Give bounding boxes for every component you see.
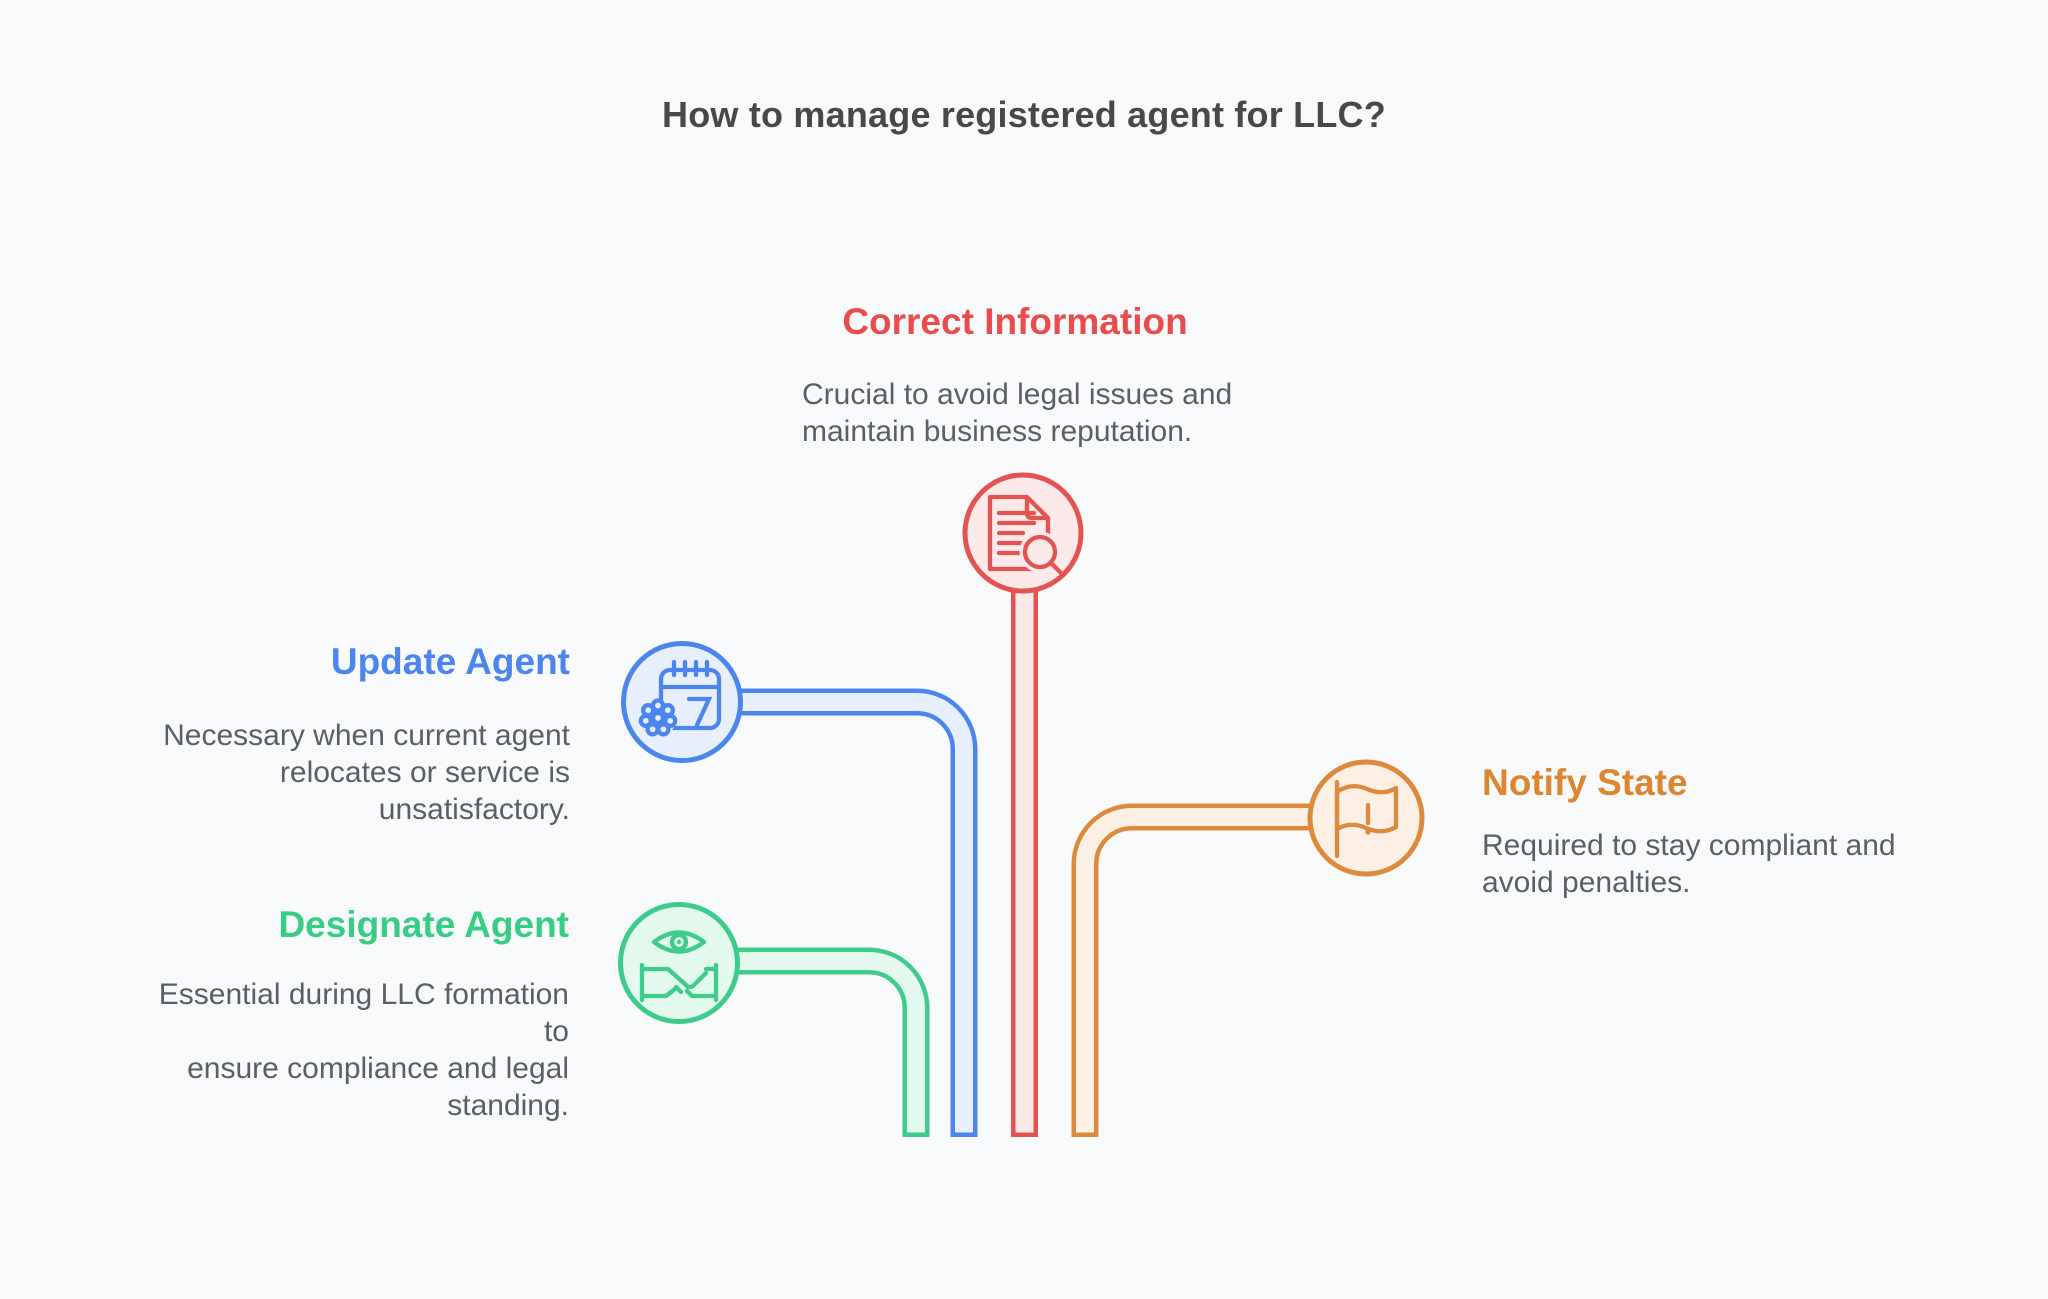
circle-update-agent bbox=[621, 641, 743, 763]
branch-heading-notify-state: Notify State bbox=[1482, 762, 1688, 803]
calendar-gear-icon bbox=[638, 659, 722, 737]
document-search-icon bbox=[987, 494, 1065, 577]
branch-description-notify-state: Required to stay compliant and avoid pen… bbox=[1482, 829, 1896, 899]
gear-petals bbox=[638, 698, 678, 737]
pipe-notify-state bbox=[1071, 803, 1362, 1137]
branch-heading-designate-agent: Designate Agent bbox=[278, 904, 569, 945]
branch-description-update-agent: Necessary when current agent relocates o… bbox=[163, 719, 570, 826]
pipe-update-agent bbox=[685, 688, 978, 1137]
branch-description-designate-agent: Essential during LLC formation to ensure… bbox=[158, 978, 569, 1122]
eye-handshake-icon bbox=[639, 930, 719, 1003]
circle-correct-information bbox=[962, 472, 1084, 594]
circle-designate-agent bbox=[618, 902, 740, 1024]
circle-notify-state bbox=[1307, 759, 1425, 877]
flag-alert-icon bbox=[1334, 779, 1399, 859]
branch-description-correct-information: Crucial to avoid legal issues and mainta… bbox=[802, 378, 1233, 448]
branch-heading-update-agent: Update Agent bbox=[330, 641, 570, 682]
branch-heading-correct-information: Correct Information bbox=[842, 301, 1188, 342]
pipe-designate-agent bbox=[683, 947, 930, 1137]
page-title: How to manage registered agent for LLC? bbox=[662, 94, 1386, 135]
